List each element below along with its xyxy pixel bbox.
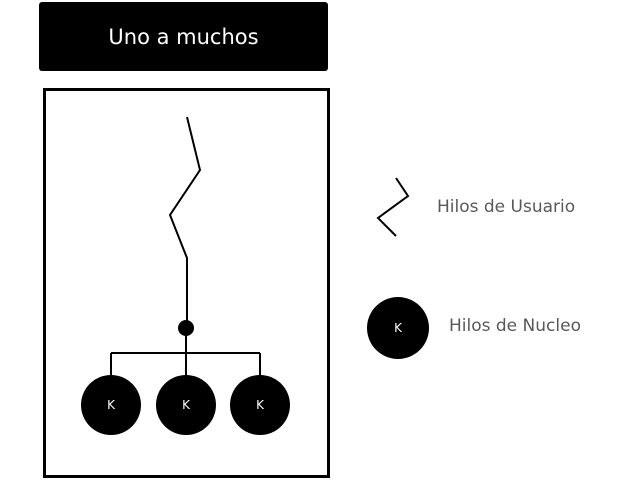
kernel-thread-label: K bbox=[107, 398, 116, 412]
legend-kernel-symbol-text: K bbox=[394, 321, 403, 335]
legend-kernel-threads-label: Hilos de Nucleo bbox=[449, 316, 581, 336]
k-circle-icon bbox=[81, 375, 141, 435]
kernel-thread-2: K bbox=[156, 375, 216, 435]
legend-kernel-symbol: K bbox=[367, 297, 429, 359]
kernel-thread-label: K bbox=[256, 398, 265, 412]
kernel-thread-label: K bbox=[182, 398, 191, 412]
k-circle-icon bbox=[230, 375, 290, 435]
title-banner: Uno a muchos bbox=[39, 2, 328, 71]
kernel-thread-1: K bbox=[81, 375, 141, 435]
title-text: Uno a muchos bbox=[108, 24, 259, 49]
legend-user-threads-label: Hilos de Usuario bbox=[437, 197, 576, 217]
junction-dot bbox=[178, 320, 194, 336]
user-thread-line bbox=[168, 116, 202, 328]
zigzag-thread-icon bbox=[376, 177, 410, 237]
k-circle-icon bbox=[156, 375, 216, 435]
k-circle-icon bbox=[367, 297, 429, 359]
kernel-thread-3: K bbox=[230, 375, 290, 435]
